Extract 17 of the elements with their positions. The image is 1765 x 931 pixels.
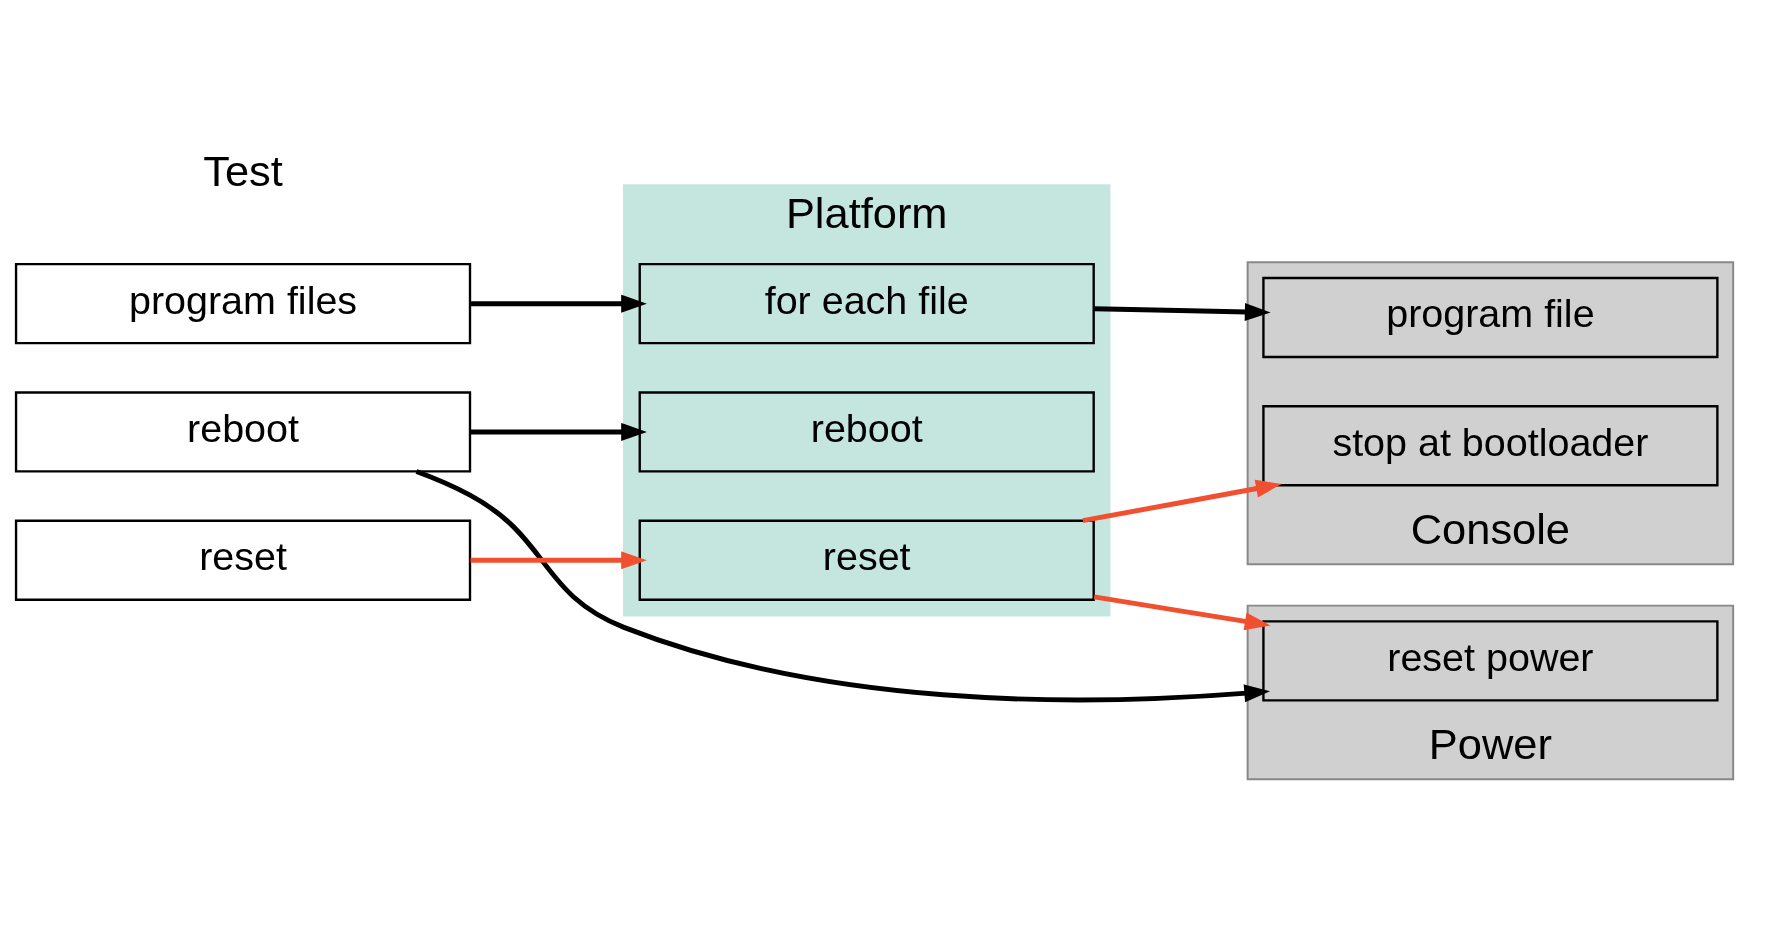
arrow <box>470 294 647 313</box>
arrow <box>415 469 1270 703</box>
node-box: program files <box>14 263 472 345</box>
node-box: reboot <box>14 391 472 473</box>
node-box: program file <box>1262 276 1719 359</box>
node-box: reset <box>638 519 1095 601</box>
node-box: for each file <box>638 263 1095 345</box>
node-box: reboot <box>638 391 1095 473</box>
node-box: reset <box>14 519 472 601</box>
node-box: stop at bootloader <box>1262 405 1719 487</box>
arrow <box>1082 479 1282 524</box>
node-box: reset power <box>1262 620 1719 702</box>
arrow <box>1094 303 1271 322</box>
arrow <box>470 551 647 570</box>
arrow <box>1093 594 1271 631</box>
label: Test <box>203 147 283 196</box>
arrow <box>470 422 647 441</box>
